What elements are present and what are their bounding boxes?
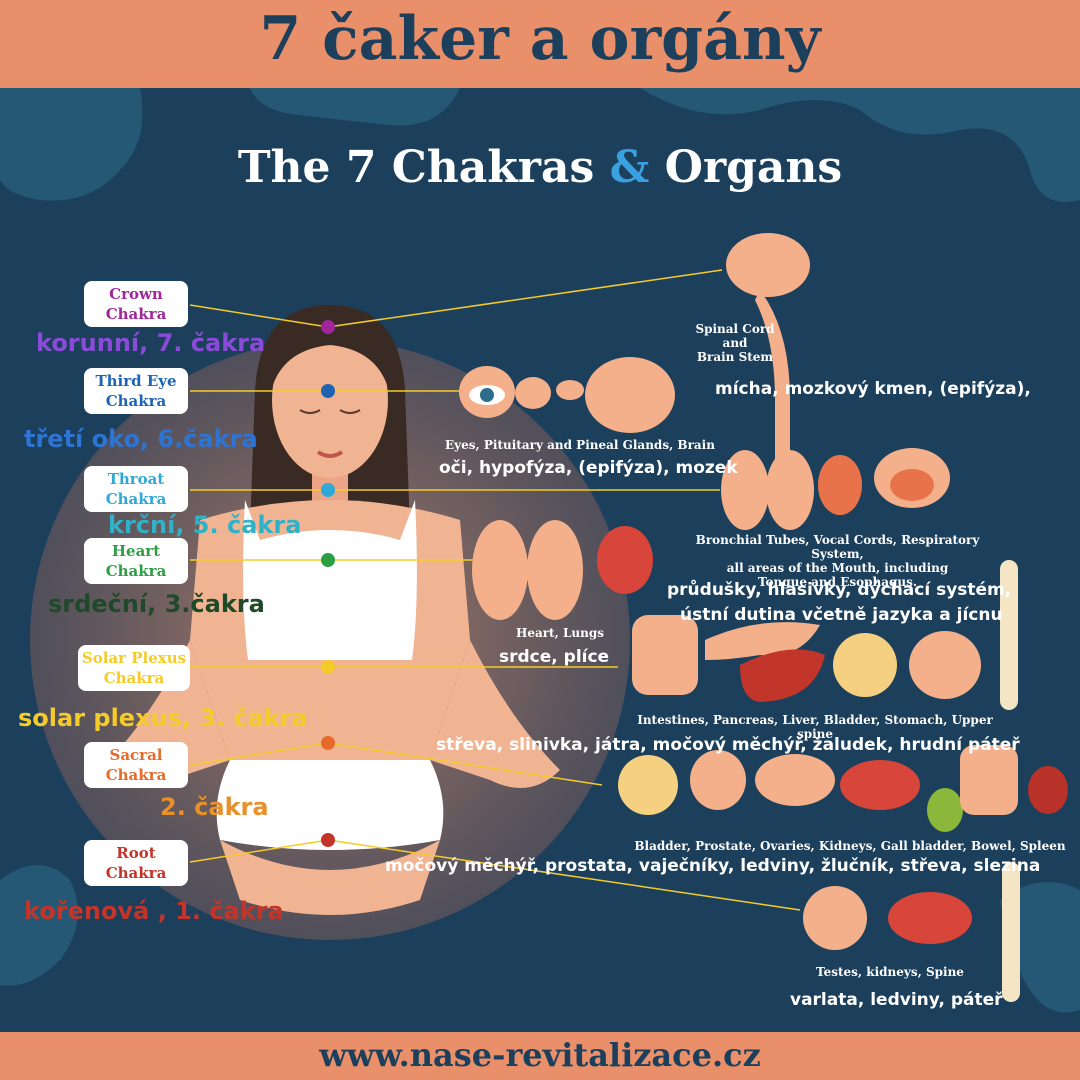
ovaries-illustration <box>755 754 835 806</box>
chakras-heading: The 7 Chakras & Organs <box>0 142 1080 193</box>
lungs-small-illustration <box>721 450 814 530</box>
throat-dot <box>321 483 335 497</box>
heart-dot <box>321 553 335 567</box>
mouth-illustration <box>874 448 950 508</box>
organs-third-eye-cz: oči, hypofýza, (epifýza), mozek <box>439 458 738 478</box>
bladder-illustration <box>833 633 897 697</box>
crown-chakra-label: Crown Chakra <box>84 281 188 327</box>
background-waves <box>0 88 1080 1013</box>
organs-throat-label: Bronchial Tubes, Vocal Cords, Respirator… <box>695 533 980 589</box>
heading-ampersand: & <box>609 142 650 193</box>
gall-bladder-illustration <box>927 788 963 832</box>
upper-spine-illustration <box>1000 560 1018 710</box>
top-banner <box>0 0 1080 88</box>
organs-root-cz: varlata, ledviny, páteř <box>790 990 1003 1010</box>
bladder2-illustration <box>618 755 678 815</box>
heading-part2: Organs <box>649 142 843 193</box>
kidneys-illustration <box>840 760 920 810</box>
vocal-cords-illustration <box>818 455 862 515</box>
root-chakra-label: Root Chakra <box>84 840 188 886</box>
lungs-illustration <box>472 520 583 620</box>
kidneys2-illustration <box>888 892 972 944</box>
website-url[interactable]: www.nase-revitalizace.cz <box>319 1036 761 1074</box>
organs-heart-cz: srdce, plíce <box>499 647 610 667</box>
brain-stem-illustration <box>726 233 810 460</box>
crown-dot <box>321 320 335 334</box>
third-eye-dot <box>321 384 335 398</box>
organs-sacral-cz: močový měchýř, prostata, vaječníky, ledv… <box>385 856 1041 876</box>
intestines-illustration <box>632 615 698 695</box>
organs-crown-cz: mícha, mozkový kmen, (epifýza), <box>715 379 1031 399</box>
bottom-banner <box>0 1032 1080 1080</box>
testes-illustration <box>803 886 867 950</box>
organs-crown-label: Spinal Cord and Brain Stem <box>695 322 775 364</box>
throat-chakra-label: Throat Chakra <box>84 466 188 512</box>
root-chakra-cz: kořenová , 1. čakra <box>24 897 284 925</box>
bowel-illustration <box>960 745 1018 815</box>
organs-sacral-label: Bladder, Prostate, Ovaries, Kidneys, Gal… <box>634 839 1066 853</box>
stomach-illustration <box>909 631 981 699</box>
third-eye-chakra-cz: třetí oko, 6.čakra <box>24 425 258 453</box>
heart-chakra-cz: srdeční, 3.čakra <box>48 590 265 618</box>
solar-plexus-chakra-label: Solar Plexus Chakra <box>78 645 190 691</box>
heart-illustration <box>597 526 653 594</box>
organs-third-eye-label: Eyes, Pituitary and Pineal Glands, Brain <box>445 438 715 452</box>
liver-illustration <box>740 649 825 702</box>
prostate-illustration <box>690 750 746 810</box>
organs-throat-cz2: ústní dutina včetně jazyka a jícnu <box>680 605 1003 625</box>
sacral-chakra-cz: 2. čakra <box>160 793 269 821</box>
organs-heart-label: Heart, Lungs <box>515 626 604 640</box>
sacral-dot <box>321 736 335 750</box>
third-eye-chakra-label: Third Eye Chakra <box>84 368 188 414</box>
spleen-illustration <box>1028 766 1068 814</box>
throat-chakra-cz: krční, 5. čakra <box>108 511 302 539</box>
solar-plexus-chakra-cz: solar plexus, 3. čakra <box>18 704 308 732</box>
sacral-chakra-label: Sacral Chakra <box>84 742 188 788</box>
pineal-illustration <box>556 380 584 400</box>
meditating-woman <box>100 305 560 915</box>
pituitary-illustration <box>515 377 551 409</box>
spine-illustration <box>1002 862 1020 1002</box>
crown-chakra-cz: korunní, 7. čakra <box>36 329 266 357</box>
heart-chakra-label: Heart Chakra <box>84 538 188 584</box>
organs-throat-cz1: průdušky, hlasivky, dýchací systém, <box>667 580 1012 600</box>
brain-illustration <box>585 357 675 433</box>
organs-solar-plexus-label: Intestines, Pancreas, Liver, Bladder, St… <box>637 713 993 741</box>
page-title: 7 čaker a orgány <box>259 4 821 74</box>
organs-root-label: Testes, kidneys, Spine <box>816 965 964 979</box>
solar-plexus-dot <box>321 660 335 674</box>
connector-lines <box>189 269 801 911</box>
root-dot <box>321 833 335 847</box>
heading-part1: The 7 Chakras <box>237 142 610 193</box>
eye-illustration <box>459 366 515 418</box>
organs-solar-plexus-cz: střeva, slinivka, játra, močový měchýř, … <box>436 735 1020 755</box>
